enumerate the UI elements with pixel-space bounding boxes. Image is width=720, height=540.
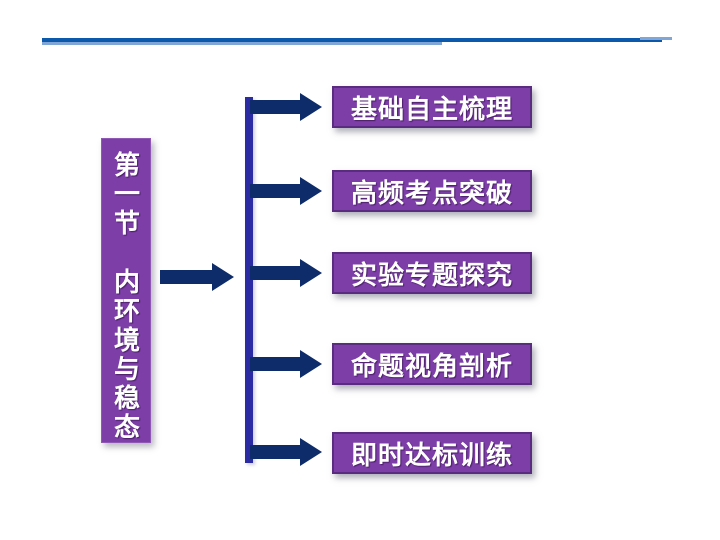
- section-number-text: 第一节: [110, 151, 141, 238]
- main-arrow-head-icon: [212, 263, 234, 291]
- top-divider-light-segment-left: [42, 42, 442, 45]
- menu-button-perspective[interactable]: 命题视角剖析: [332, 343, 532, 385]
- branch-arrow-1: [250, 93, 322, 121]
- menu-button-label: 实验专题探究: [350, 259, 513, 290]
- branch-arrow-2: [250, 177, 322, 205]
- top-divider-line: [42, 37, 672, 45]
- menu-button-label: 基础自主梳理: [350, 93, 513, 124]
- top-divider-light-segment-right: [640, 37, 672, 40]
- section-title-box: 第一节 内环境与稳态: [101, 138, 151, 443]
- top-divider-dark-segment: [42, 38, 662, 42]
- arrow-head-icon: [300, 177, 322, 205]
- main-arrow: [160, 263, 234, 291]
- branch-arrow-4: [250, 350, 322, 378]
- arrow-head-icon: [300, 350, 322, 378]
- main-arrow-shaft: [160, 270, 212, 284]
- branch-arrow-5: [250, 438, 322, 466]
- menu-button-experiment[interactable]: 实验专题探究: [332, 252, 532, 294]
- trunk-line: [245, 97, 253, 463]
- menu-button-label: 即时达标训练: [350, 439, 513, 470]
- menu-button-key-points[interactable]: 高频考点突破: [332, 170, 532, 212]
- menu-button-basic-review[interactable]: 基础自主梳理: [332, 86, 532, 128]
- menu-button-label: 命题视角剖析: [350, 350, 513, 381]
- menu-button-training[interactable]: 即时达标训练: [332, 432, 532, 474]
- branch-arrow-3: [250, 259, 322, 287]
- section-name-text: 内环境与稳态: [110, 268, 141, 442]
- arrow-head-icon: [300, 438, 322, 466]
- arrow-head-icon: [300, 93, 322, 121]
- menu-button-label: 高频考点突破: [350, 177, 513, 208]
- arrow-head-icon: [300, 259, 322, 287]
